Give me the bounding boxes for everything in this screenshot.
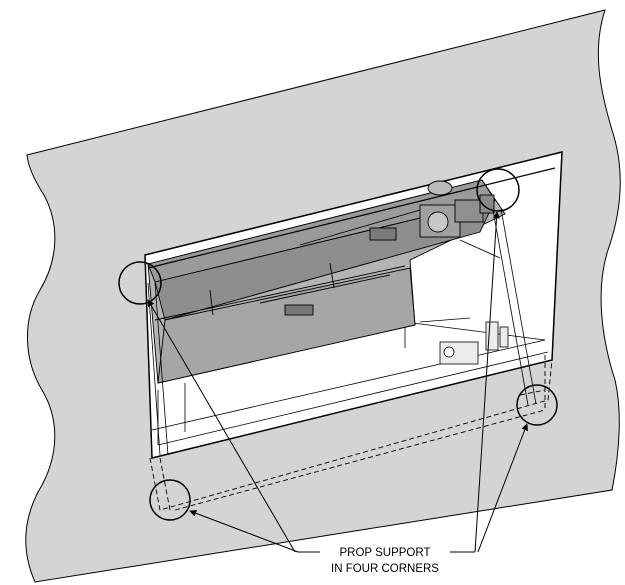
firebox-assembly (147, 179, 506, 384)
prop-supports (147, 208, 537, 456)
prop-outline-dashed (149, 355, 553, 511)
gas-valve (419, 180, 501, 259)
corner-circle-bottom-left (149, 479, 191, 521)
callout-line-2: IN FOUR CORNERS (331, 563, 439, 575)
corner-circle-bottom-right (516, 384, 558, 426)
callout-line-1: PROP SUPPORT (340, 547, 431, 559)
corner-circle-top-right (476, 168, 520, 212)
corner-circle-top-left (118, 261, 162, 305)
leader-lines (147, 211, 529, 553)
